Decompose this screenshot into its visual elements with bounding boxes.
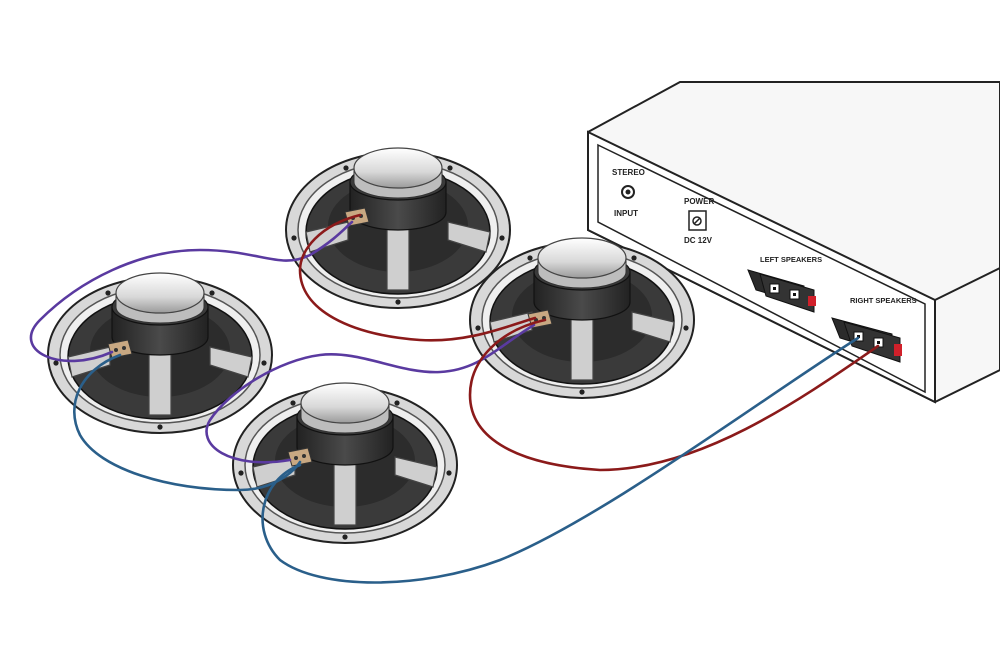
right-speakers-terminal (831, 317, 902, 363)
wire-blue-left-bottom (73, 353, 302, 492)
wire-blue-bottom-amp (261, 336, 860, 584)
left-speakers-label: LEFT SPEAKERS (760, 255, 822, 264)
stereo-label: STEREO (612, 168, 645, 177)
wire-red-top-right (298, 213, 537, 342)
speaker-top (285, 147, 511, 309)
dc-label: DC 12V (684, 236, 713, 245)
wire-red-right-amp (468, 318, 880, 472)
amplifier-box: STEREO INPUT POWER DC 12V LEFT SPEAKERS … (587, 81, 1000, 404)
speaker-left (47, 272, 273, 434)
input-label: INPUT (614, 209, 638, 218)
power-label: POWER (684, 197, 714, 206)
left-speakers-terminal (747, 269, 816, 313)
right-speakers-label: RIGHT SPEAKERS (850, 296, 917, 305)
wire-purple-right-bottom (205, 323, 536, 464)
wire-purple-left-top (29, 220, 354, 363)
